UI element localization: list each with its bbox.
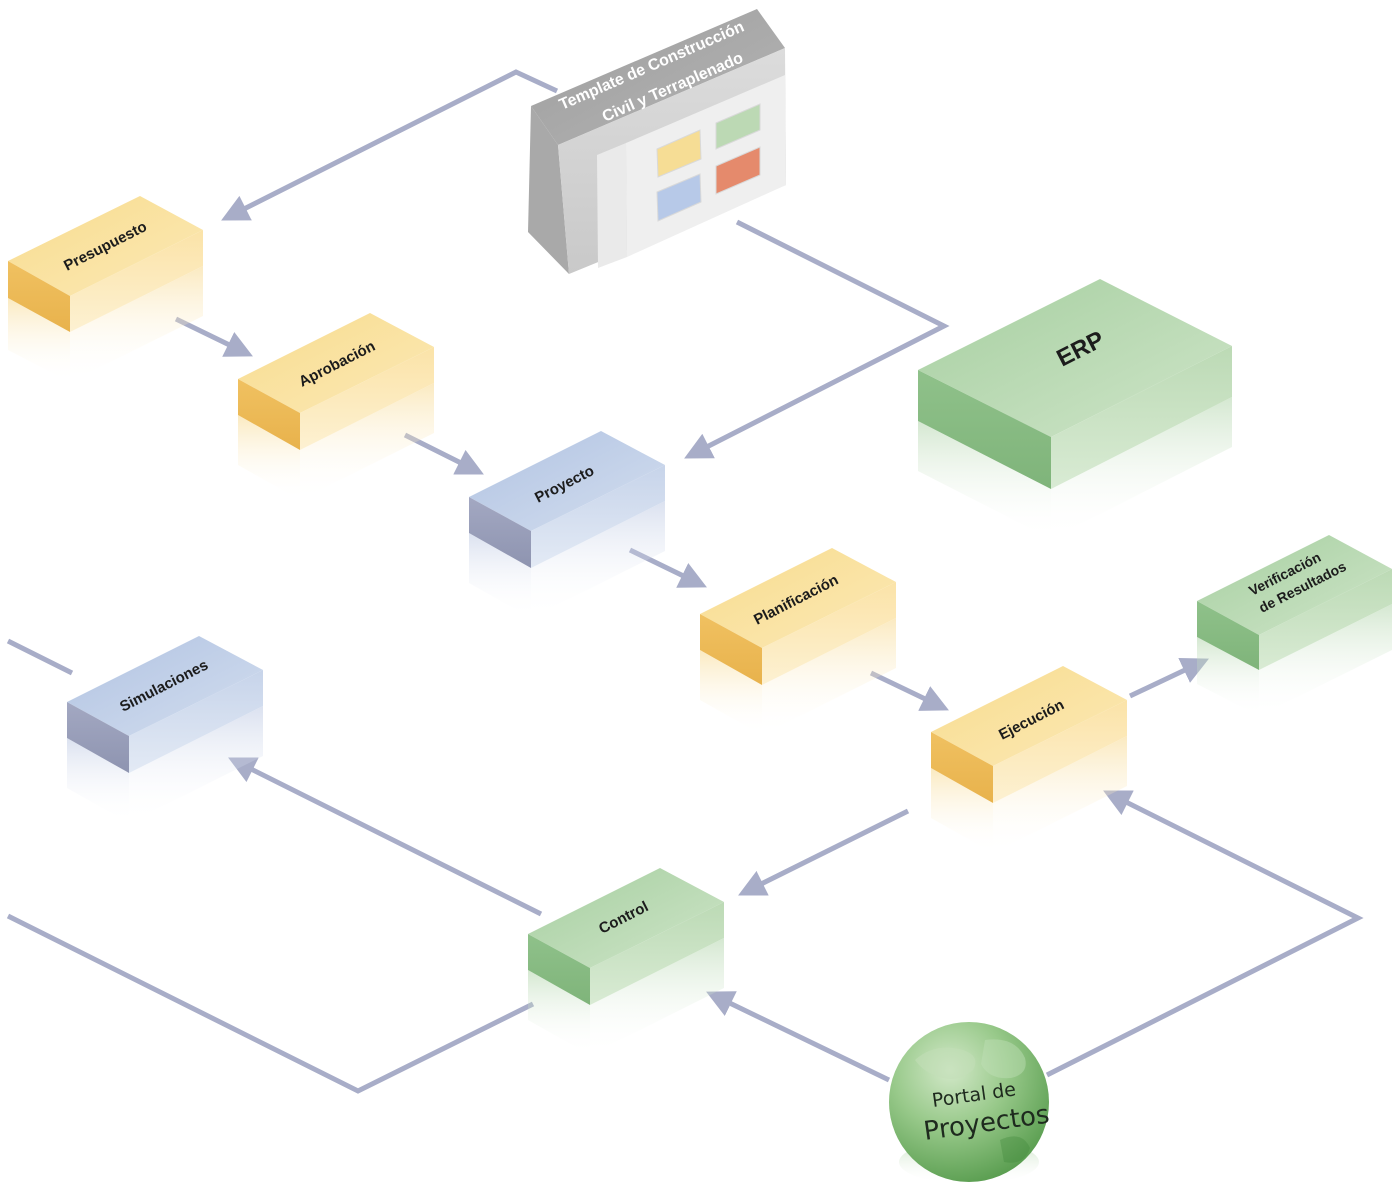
template-tile-yellow [656,129,702,178]
block-top [700,548,896,648]
connector-template-proyecto [684,219,950,459]
globe-continent [981,1039,1026,1079]
block-planificacion: Planificación [700,548,896,735]
block-reflection [700,650,762,735]
block-right [129,670,263,773]
block-simulaciones: Simulaciones [67,636,263,823]
template-tile-red [715,146,761,195]
block-verificacion: Verificación de Resultados [1197,535,1392,716]
block-right [762,582,896,685]
block-reflection [67,738,129,823]
block-ejecucion: Ejecución [931,666,1127,853]
template-panel-strip [597,143,627,268]
block-aprobacion: Aprobación [238,313,434,500]
block-erp: ERP [918,279,1232,539]
block-reflection [1051,397,1232,539]
connector-ejecucion-verificacion [1128,657,1209,699]
block-reflection [531,501,665,618]
template-tile-green [715,103,761,150]
block-top [528,868,724,968]
connector-template-presupuesto [221,69,559,221]
block-left [1197,601,1259,670]
block-reflection [300,383,434,500]
globe-continent [1000,1136,1030,1163]
connector-ejecucion-control [738,808,910,896]
block-right [1051,346,1232,489]
connector-presupuesto-aprobacion [174,316,253,357]
block-right [1259,569,1392,670]
block-top [931,666,1127,766]
block-reflection [1259,604,1392,716]
block-presupuesto: Presupuesto [8,196,203,382]
template-tile-blue [656,173,702,222]
block-proyecto: Proyecto [469,431,665,618]
connector-control-simulaciones [228,757,543,917]
block-top [1197,535,1392,635]
block-reflection [469,533,531,618]
block-left [931,732,993,803]
globe-continent [915,1047,976,1079]
block-reflection [918,421,1051,539]
template-top-face [531,9,785,145]
block-reflection [528,970,590,1055]
template-left-face [528,106,569,274]
block-reflection [762,618,896,735]
block-left [8,261,70,332]
block-top [238,313,434,413]
block-top [67,636,263,736]
block-reflection [993,736,1127,853]
block-reflection [129,706,263,823]
block-control: Control [528,868,724,1055]
block-right [993,700,1127,803]
connector-simulaciones-out [6,638,74,676]
connector-portal-control [706,991,891,1083]
block-reflection [8,298,70,382]
block-left [528,934,590,1005]
block-left [238,379,300,450]
block-right [531,465,665,568]
block-right [70,230,203,332]
portal-globe: Portal de Proyectos [889,1022,1051,1184]
block-top [8,196,203,296]
block-left [918,370,1051,489]
block-left [469,497,531,568]
block-reflection [590,938,724,1055]
block-reflection [931,768,993,853]
block-right [300,347,434,450]
template-box: Template de Construcción Civil y Terrapl… [528,9,786,274]
block-right [590,902,724,1005]
block-left [67,702,129,773]
block-reflection [238,415,300,500]
block-top [918,279,1232,437]
connector-portal-ejecucion [1045,790,1364,1078]
block-left [700,614,762,685]
block-reflection [1197,637,1259,716]
connector-planificacion-ejecucion [869,670,949,711]
connectors [6,69,1364,1094]
connector-control-loop [6,913,535,1094]
block-top [469,431,665,531]
block-reflection [70,266,203,382]
